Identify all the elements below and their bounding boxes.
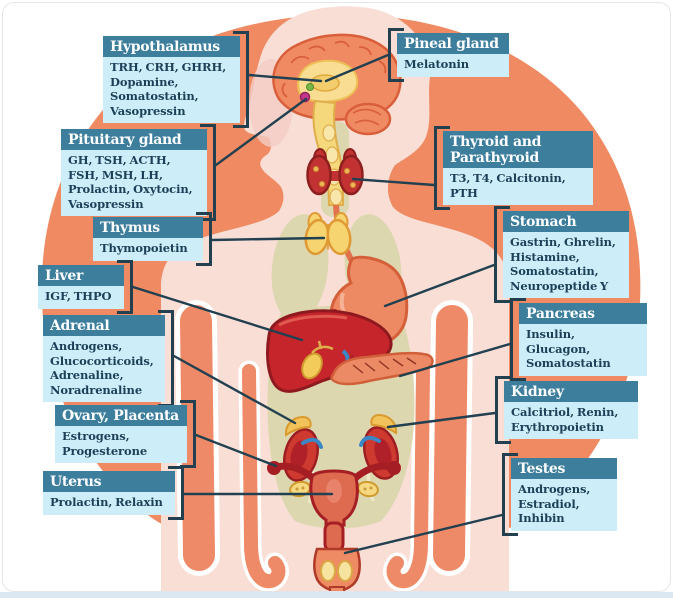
label-box-pancreas: Pancreas Insulin, Glucagon, Somatostatin — [510, 298, 647, 381]
organ-title: Adrenal — [43, 315, 165, 337]
leader-line-pancreas — [398, 342, 512, 378]
hormones-text: TRH, CRH, GHRH, Dopamine, Somatostatin, … — [103, 57, 240, 124]
organ-title: Kidney — [504, 381, 638, 403]
ureter-right — [359, 435, 381, 447]
adrenal-gland-right — [370, 413, 398, 435]
label-box-pituitary-gland: Pituitary gland GH, TSH, ACTH, FSH, MSH,… — [61, 123, 216, 222]
leader-line-pituitary — [214, 97, 308, 167]
pancreas-texture — [352, 357, 417, 374]
testes-illustration — [313, 547, 361, 591]
organ-title: Uterus — [43, 471, 175, 493]
label-box-kidney: Kidney Calcitriol, Renin, Erythropoietin — [495, 375, 638, 445]
leader-line-ovary — [194, 433, 278, 468]
leader-line-kidney — [386, 411, 497, 429]
leader-line-liver — [131, 285, 304, 342]
hormones-text: T3, T4, Calcitonin, PTH — [443, 168, 593, 206]
hypothalamus-dot — [306, 83, 314, 91]
hormones-text: Thymopoietin — [93, 238, 203, 261]
label-box-adrenal: Adrenal Androgens, Glucocorticoids, Adre… — [43, 309, 174, 408]
gallbladder — [301, 352, 323, 380]
page-edge-strip — [0, 592, 673, 598]
organ-title: Pancreas — [519, 303, 647, 325]
leader-line-stomach — [383, 263, 496, 308]
hormones-text: Androgens, Estradiol, Inhibin — [511, 479, 617, 531]
label-box-pineal-gland: Pineal gland Melatonin — [388, 28, 509, 82]
cervix — [323, 521, 345, 553]
organ-title: Thymus — [93, 217, 203, 239]
leader-line-hypothalamus — [247, 73, 323, 83]
label-box-uterus: Uterus Prolactin, Relaxin — [43, 466, 184, 520]
cerebellum — [344, 102, 392, 136]
label-box-testes: Testes Androgens, Estradiol, Inhibin — [502, 453, 617, 536]
pituitary-dot — [299, 91, 311, 103]
parathyroid-dots — [312, 165, 357, 189]
label-box-thymus: Thymus Thymopoietin — [93, 212, 212, 266]
fimbria-right — [387, 461, 401, 475]
hormones-text: GH, TSH, ACTH, FSH, MSH, LH, Prolactin, … — [61, 150, 207, 217]
organ-title: Pituitary gland — [61, 129, 207, 151]
label-box-liver: Liver IGF, THPO — [38, 260, 133, 314]
leader-line-adrenal — [172, 354, 297, 425]
thyroid-illustration — [306, 148, 364, 196]
liver-illustration — [266, 309, 393, 393]
hormones-text: Prolactin, Relaxin — [43, 492, 175, 515]
brain-folds — [281, 40, 387, 98]
organ-title: Pineal gland — [397, 33, 509, 55]
label-box-thyroid-parathyroid: Thyroid and Parathyroid T3, T4, Calciton… — [434, 125, 593, 211]
organ-title: Thyroid and Parathyroid — [443, 131, 593, 169]
label-box-hypothalamus: Hypothalamus TRH, CRH, GHRH, Dopamine, S… — [103, 30, 249, 129]
ureter-left — [301, 437, 323, 449]
organ-title: Liver — [38, 265, 124, 287]
leader-line-thymus — [210, 236, 326, 242]
leader-line-pineal — [324, 53, 390, 83]
label-box-stomach: Stomach Gastrin, Ghrelin, Histamine, Som… — [494, 205, 629, 304]
organ-title: Testes — [511, 458, 617, 480]
organ-title: Stomach — [503, 211, 629, 233]
hormones-text: Gastrin, Ghrelin, Histamine, Somatostati… — [503, 232, 629, 299]
hormones-text: Insulin, Glucagon, Somatostatin — [519, 324, 647, 376]
organ-title: Ovary, Placenta — [55, 405, 187, 427]
hormones-text: Estrogens, Progesterone — [55, 426, 187, 464]
hormones-text: IGF, THPO — [38, 286, 124, 309]
leader-lines — [131, 53, 512, 555]
leader-line-testes — [343, 513, 504, 555]
hormones-text: Calcitriol, Renin, Erythropoietin — [504, 402, 638, 440]
uterus-illustration — [267, 461, 401, 553]
hormones-text: Melatonin — [397, 54, 509, 77]
organ-title: Hypothalamus — [103, 36, 240, 58]
leader-line-thyroid — [351, 177, 436, 187]
label-box-ovary-placenta: Ovary, Placenta Estrogens, Progesterone — [55, 399, 196, 469]
hormones-text: Androgens, Glucocorticoids, Adrenaline, … — [43, 336, 165, 403]
